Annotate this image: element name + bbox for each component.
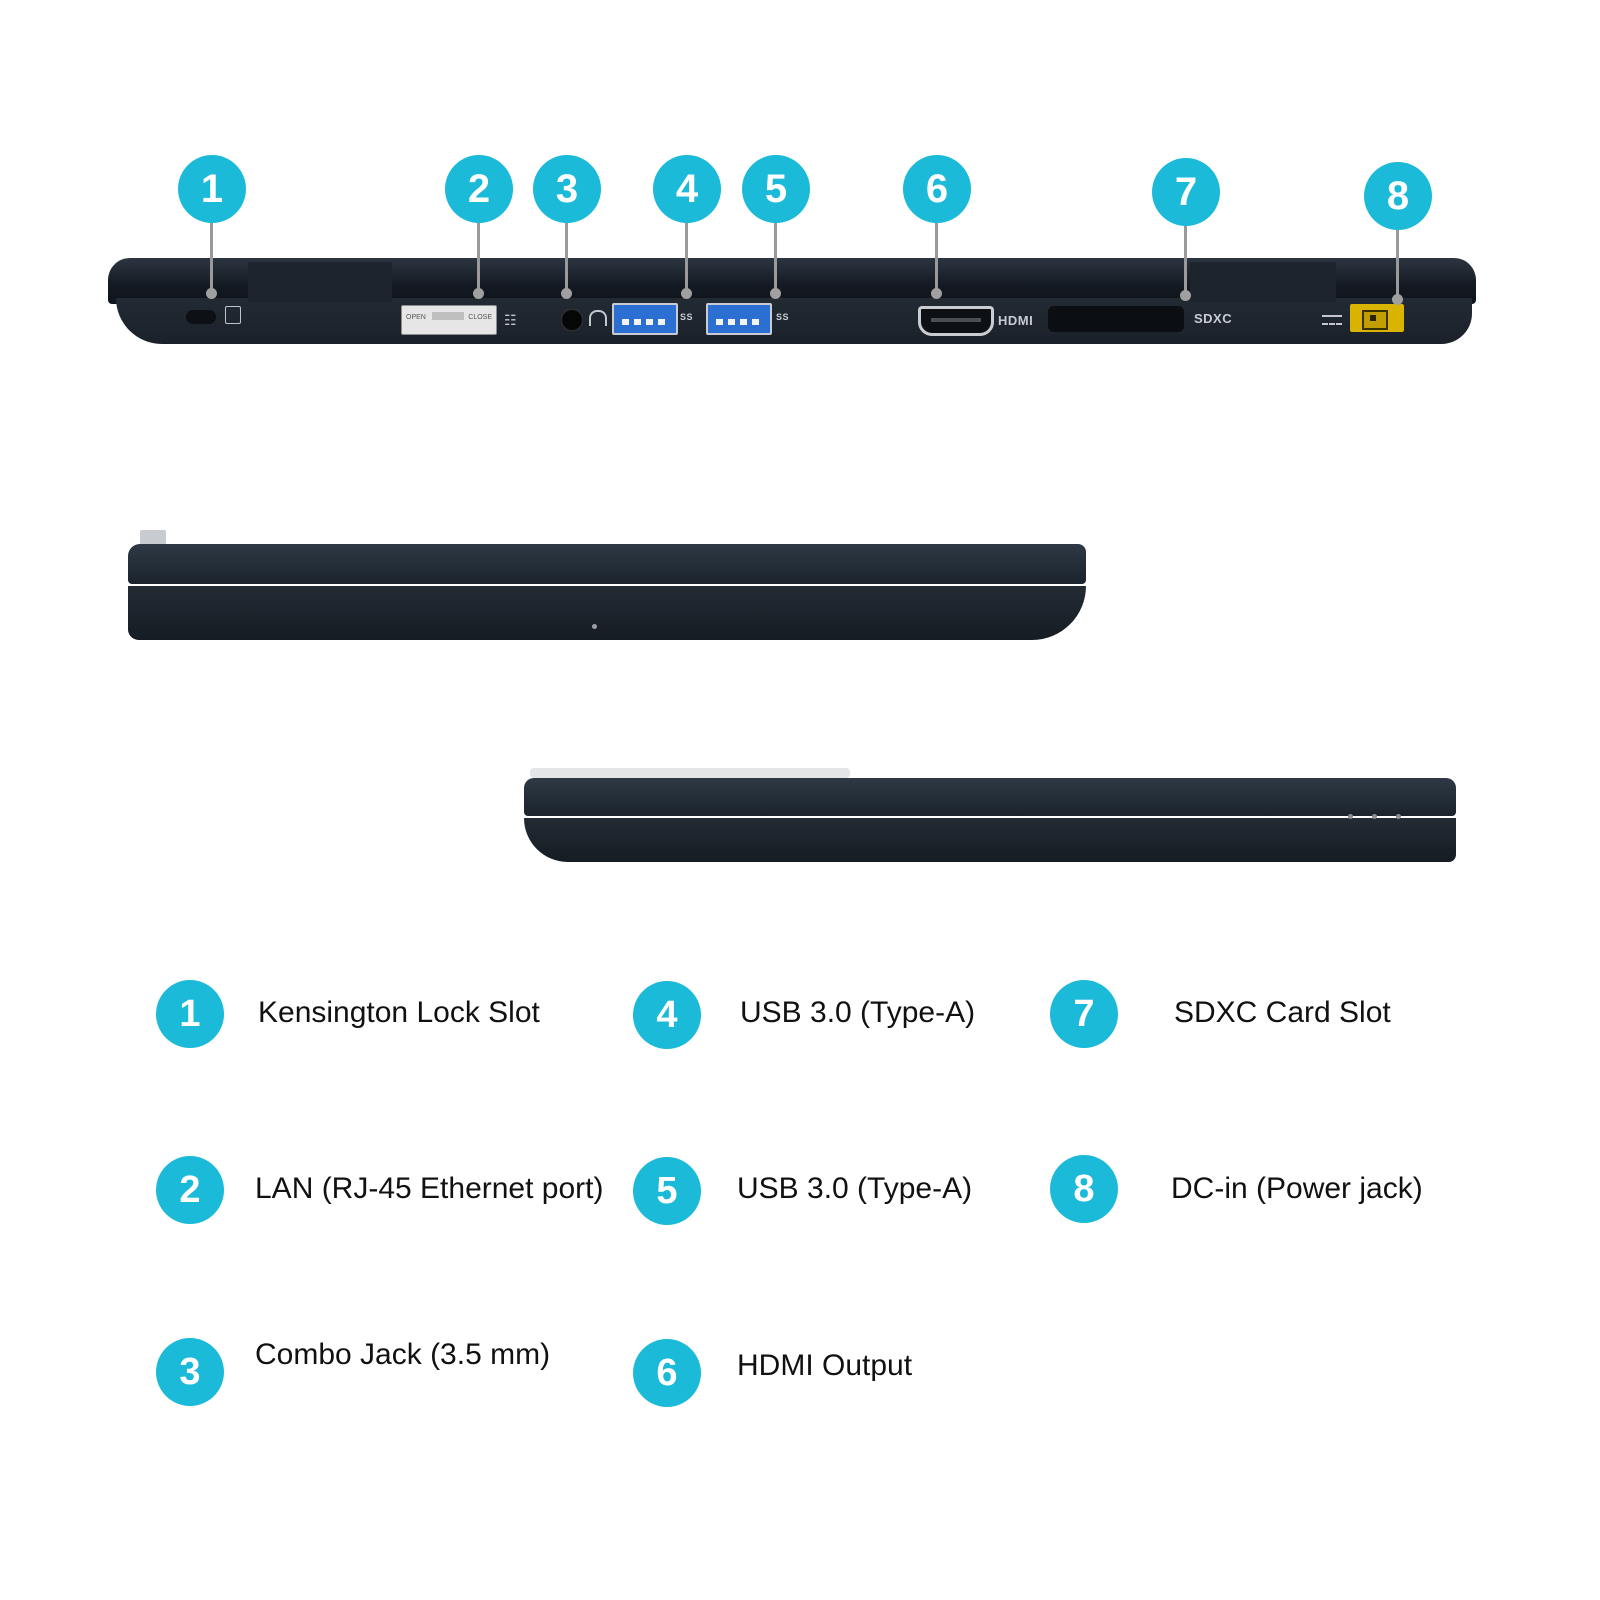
legend-label-6: HDMI Output [737, 1349, 913, 1382]
status-led-2 [1372, 814, 1377, 819]
leader-dot-2 [473, 288, 484, 299]
legend-badge-5: 5 [633, 1157, 701, 1225]
hinge-left [248, 262, 392, 302]
leader-line-7 [1184, 222, 1187, 294]
status-led-1 [1348, 814, 1353, 819]
headphone-icon [589, 310, 607, 326]
dc-symbol-icon [1322, 315, 1342, 325]
leader-dot-7 [1180, 290, 1191, 301]
combo-jack-port [561, 309, 583, 331]
sdxc-slot [1048, 306, 1184, 332]
leader-dot-3 [561, 288, 572, 299]
leader-line-5 [774, 218, 777, 292]
leader-dot-4 [681, 288, 692, 299]
callout-6: 6 [903, 155, 971, 223]
leader-line-1 [210, 218, 213, 292]
leader-line-3 [565, 218, 568, 292]
legend-badge-6: 6 [633, 1339, 701, 1407]
lan-port: OPEN CLOSE [401, 305, 497, 335]
hdmi-label: HDMI [998, 313, 1034, 328]
leader-dot-8 [1392, 294, 1403, 305]
lock-icon [225, 306, 241, 324]
legend-badge-4: 4 [633, 981, 701, 1049]
leader-line-6 [935, 218, 938, 292]
network-icon: ☷ [504, 312, 517, 328]
usb-ss-label-1: SS [680, 312, 694, 322]
leader-dot-6 [931, 288, 942, 299]
legend-label-3: Combo Jack (3.5 mm) [255, 1338, 551, 1371]
callout-5: 5 [742, 155, 810, 223]
lan-open-label: OPEN [406, 314, 426, 321]
legend-label-8: DC-in (Power jack) [1171, 1172, 1423, 1205]
usb-ss-label-2: SS [776, 312, 790, 322]
leader-dot-5 [770, 288, 781, 299]
usb-port-2 [706, 303, 772, 335]
legend-label-7: SDXC Card Slot [1174, 996, 1391, 1029]
lan-close-label: CLOSE [468, 314, 492, 321]
leader-dot-1 [206, 288, 217, 299]
legend-label-1: Kensington Lock Slot [258, 996, 540, 1029]
side-indicator [592, 624, 597, 629]
kensington-slot [186, 310, 216, 324]
legend-label-4: USB 3.0 (Type-A) [740, 996, 976, 1029]
hinge-right [1190, 262, 1336, 302]
callout-4: 4 [653, 155, 721, 223]
legend-badge-3: 3 [156, 1338, 224, 1406]
legend-label-5: USB 3.0 (Type-A) [737, 1172, 973, 1205]
hinge-tab [140, 530, 166, 546]
dc-in-port [1350, 304, 1404, 332]
side-base [524, 818, 1456, 862]
leader-line-4 [685, 218, 688, 292]
callout-7: 7 [1152, 158, 1220, 226]
sdxc-label: SDXC [1194, 311, 1233, 326]
laptop-base-edge [116, 298, 1472, 344]
legend-badge-7: 7 [1050, 980, 1118, 1048]
side-lid [128, 544, 1086, 584]
hdmi-port [918, 306, 994, 336]
usb-port-1 [612, 303, 678, 335]
callout-2: 2 [445, 155, 513, 223]
side-lid [524, 778, 1456, 816]
legend-badge-1: 1 [156, 980, 224, 1048]
status-led-3 [1396, 814, 1401, 819]
leader-line-2 [477, 218, 480, 292]
legend-badge-2: 2 [156, 1156, 224, 1224]
keyboard-reflection [530, 768, 850, 778]
side-base [128, 586, 1086, 640]
callout-3: 3 [533, 155, 601, 223]
legend-badge-8: 8 [1050, 1155, 1118, 1223]
callout-8: 8 [1364, 162, 1432, 230]
leader-line-8 [1396, 226, 1399, 298]
callout-1: 1 [178, 155, 246, 223]
legend-label-2: LAN (RJ-45 Ethernet port) [255, 1172, 604, 1205]
